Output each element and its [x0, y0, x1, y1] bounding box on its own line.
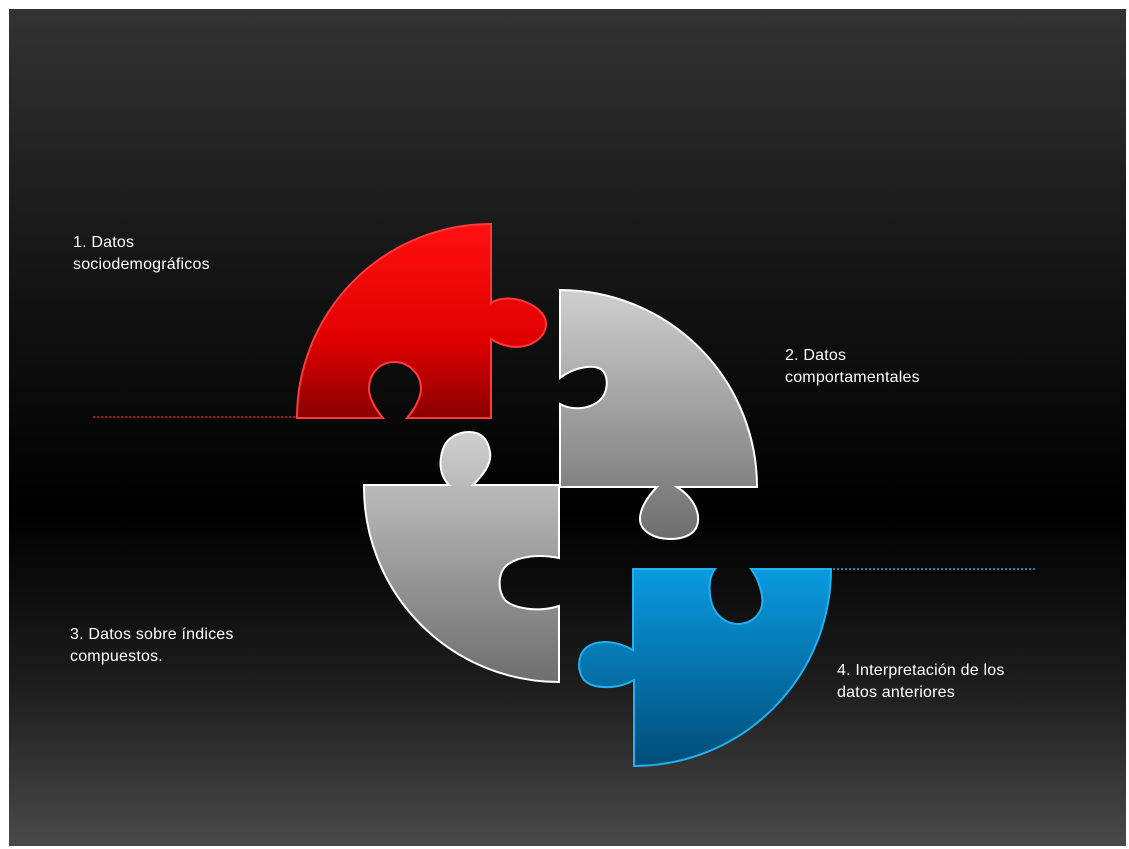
label-behavioral-data: 2. Datos comportamentales	[785, 347, 920, 386]
puzzle-piece-blue	[578, 568, 833, 768]
label-sociodemographic-data: 1. Datos sociodemográficos	[73, 234, 210, 273]
puzzle-piece-red	[295, 222, 548, 419]
label-composite-index-data: 3. Datos sobre índices compuestos.	[70, 626, 234, 665]
puzzle-piece-gray-top	[559, 288, 759, 541]
label-interpretation-of-data: 4. Interpretación de los datos anteriore…	[837, 662, 1005, 701]
puzzle-diagram	[93, 222, 1036, 768]
slide: 1. Datos sociodemográficos 2. Datos comp…	[9, 9, 1126, 846]
puzzle-piece-gray-bottom	[362, 430, 560, 684]
